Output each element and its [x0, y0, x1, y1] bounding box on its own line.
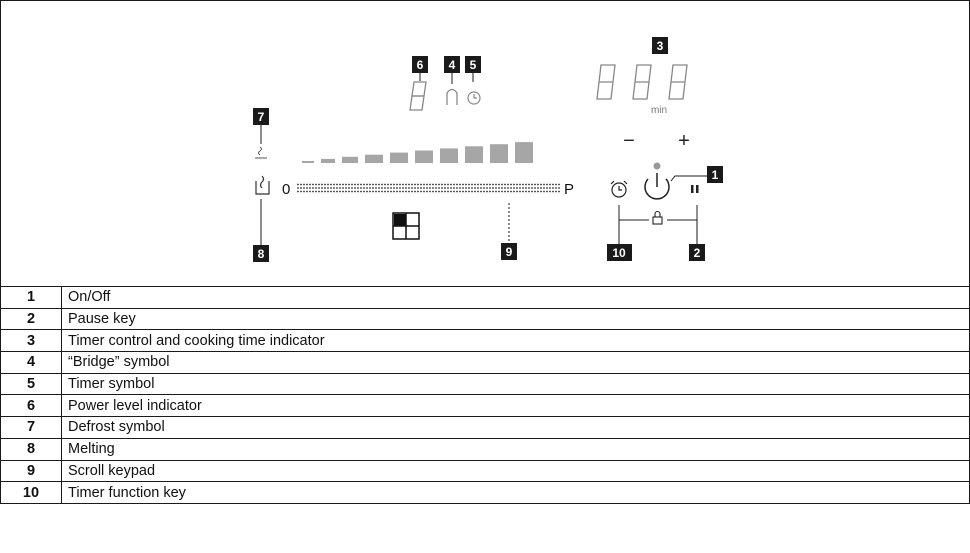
- control-panel-diagram: 7 0 P 8 9 6 4: [0, 0, 970, 287]
- timer-plus-button[interactable]: +: [678, 130, 690, 152]
- callout-1: 1: [670, 166, 723, 183]
- callout-3: 3: [652, 37, 668, 54]
- legend-number: 1: [0, 286, 62, 309]
- legend-number: 5: [0, 372, 62, 396]
- timer-digit: [668, 64, 688, 100]
- legend-label: Timer control and cooking time indicator: [61, 329, 970, 353]
- power-level-segment: [515, 142, 533, 163]
- svg-text:1: 1: [712, 168, 719, 182]
- power-icon[interactable]: [644, 173, 670, 200]
- legend-number: 9: [0, 459, 62, 483]
- svg-text:7: 7: [258, 110, 265, 124]
- legend-label: Defrost symbol: [61, 416, 970, 439]
- legend-number: 7: [0, 416, 62, 439]
- callout-8: 8: [253, 199, 269, 262]
- legend-label: Scroll keypad: [61, 459, 970, 483]
- power-level-segment: [390, 152, 408, 163]
- legend-number: 10: [0, 481, 62, 504]
- legend-number: 6: [0, 394, 62, 418]
- svg-text:2: 2: [694, 246, 701, 260]
- callout-10: 10: [607, 220, 632, 261]
- pause-icon[interactable]: [691, 185, 699, 193]
- svg-text:8: 8: [258, 247, 265, 261]
- svg-text:4: 4: [449, 58, 456, 72]
- control-panel-svg: 7 0 P 8 9 6 4: [253, 37, 723, 262]
- alarm-clock-icon[interactable]: [610, 180, 628, 198]
- svg-text:5: 5: [470, 58, 477, 72]
- legend-label: “Bridge” symbol: [61, 351, 970, 374]
- callout-4: 4: [444, 56, 460, 84]
- power-level-segment: [415, 150, 433, 163]
- callout-5: 5: [465, 56, 481, 82]
- power-level-digit: [409, 81, 427, 111]
- legend-label: Melting: [61, 437, 970, 461]
- legend-row: 4“Bridge” symbol: [0, 351, 970, 374]
- legend-label: On/Off: [61, 286, 970, 309]
- svg-text:9: 9: [506, 245, 513, 259]
- power-indicator-dot: [653, 162, 661, 170]
- legend-number: 3: [0, 329, 62, 353]
- callout-9: 9: [501, 203, 517, 260]
- lock-bracket: [618, 205, 698, 221]
- callout-2: 2: [689, 220, 705, 261]
- lock-icon: [652, 210, 663, 225]
- timer-digit: [632, 64, 652, 100]
- callout-6: 6: [412, 56, 428, 81]
- power-level-segment: [302, 161, 314, 163]
- legend-number: 4: [0, 351, 62, 374]
- callout-7: 7: [253, 108, 269, 144]
- legend-number: 8: [0, 437, 62, 461]
- scroll-keypad[interactable]: [297, 183, 560, 193]
- power-level-segment: [342, 156, 358, 163]
- melting-icon: [255, 175, 270, 195]
- timer-symbol-icon: [467, 91, 481, 105]
- defrost-icon: [255, 146, 267, 159]
- svg-text:10: 10: [612, 246, 626, 260]
- power-level-bar: [302, 142, 533, 163]
- scale-start-label: 0: [282, 181, 290, 198]
- legend-number: 2: [0, 307, 62, 331]
- timer-digit: [596, 64, 616, 100]
- bridge-icon: [446, 88, 458, 105]
- legend-label: Timer symbol: [61, 372, 970, 396]
- power-level-segment: [365, 154, 383, 163]
- power-level-segment: [440, 148, 458, 163]
- timer-display: [596, 64, 688, 100]
- power-level-segment: [490, 144, 508, 163]
- svg-text:6: 6: [417, 58, 424, 72]
- svg-text:3: 3: [657, 39, 664, 53]
- timer-minus-button[interactable]: −: [623, 130, 635, 152]
- power-level-segment: [321, 158, 335, 163]
- scale-end-label: P: [564, 181, 574, 198]
- power-level-segment: [465, 146, 483, 163]
- timer-unit-label: min: [651, 105, 667, 116]
- zone-icon: [392, 212, 420, 240]
- legend-label: Timer function key: [61, 481, 970, 504]
- legend-label: Pause key: [61, 307, 970, 331]
- legend-label: Power level indicator: [61, 394, 970, 418]
